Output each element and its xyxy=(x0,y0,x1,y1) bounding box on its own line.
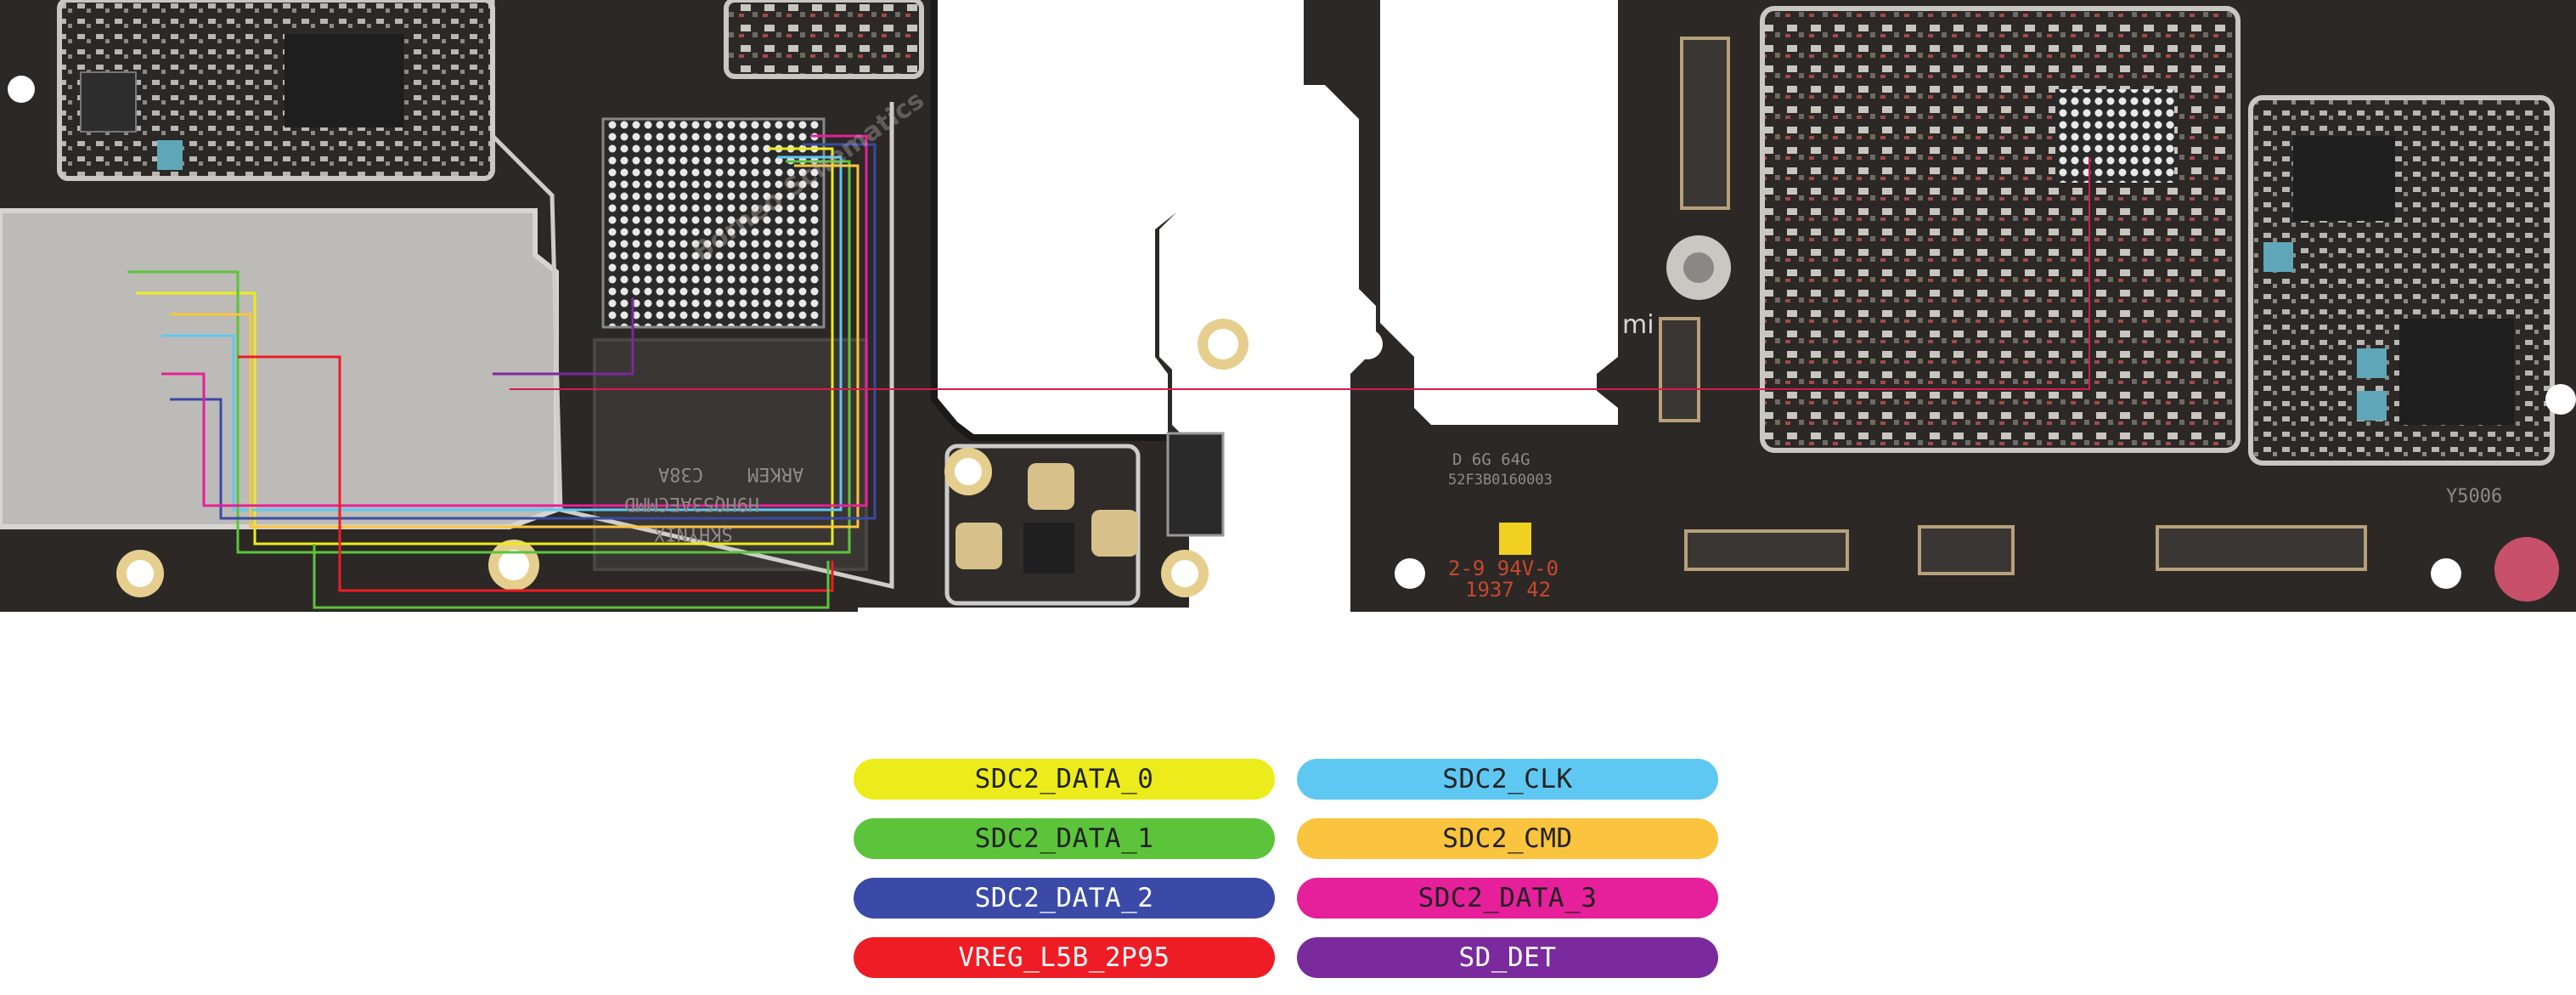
gold-pad-3 xyxy=(955,523,1002,569)
hole xyxy=(8,76,35,103)
blue-part-3 xyxy=(2357,391,2387,421)
trace-sd-det xyxy=(493,297,634,376)
bga-chip-right xyxy=(2055,89,2174,183)
trace-sdc2-clk xyxy=(161,155,843,512)
silk-chip-brand: SKHYNIX xyxy=(654,523,733,544)
gold-pad-2 xyxy=(1091,510,1138,557)
left-rail xyxy=(1304,0,1380,85)
silk-chip-part: H9HQ53AECMMD xyxy=(624,493,759,514)
silk-chip-date: C38A xyxy=(658,463,703,484)
fpc-connector-5 xyxy=(2156,525,2367,571)
screw-boss-1-inner xyxy=(1683,252,1714,283)
gold-pad-1 xyxy=(1028,463,1074,510)
hole xyxy=(2431,558,2461,589)
trace-sdc2-cmd xyxy=(170,164,860,529)
signal-traces xyxy=(127,134,2090,609)
trace-green-outer xyxy=(313,544,830,609)
right-board xyxy=(1304,0,2576,612)
pink-pad xyxy=(2494,537,2559,602)
hole-inner xyxy=(127,560,154,587)
hole xyxy=(1352,329,1383,359)
blue-part-2 xyxy=(2357,348,2387,378)
sim-tray xyxy=(0,208,559,529)
ic-square xyxy=(1023,523,1074,574)
hole-inner xyxy=(1208,329,1238,359)
left-board xyxy=(0,0,1225,612)
left-board-cutout-frame xyxy=(931,0,1168,441)
trace-vreg-l5b-2p95 xyxy=(238,355,834,592)
legend-item: SDC2_CLK xyxy=(1297,759,1718,800)
fpc-connector-2 xyxy=(1659,317,1700,422)
fpc-connector-3 xyxy=(1684,529,1849,571)
yellow-pad xyxy=(1499,523,1531,555)
legend-item: SDC2_DATA_2 xyxy=(854,878,1275,919)
hole xyxy=(2545,384,2576,415)
mi-logo: mi xyxy=(1622,310,1654,340)
blue-part xyxy=(157,140,183,170)
trace-sdc2-data-3 xyxy=(161,134,868,507)
legend-item: VREG_L5B_2P95 xyxy=(854,937,1275,978)
trace-sdc2-data-0 xyxy=(136,147,834,546)
marker-line xyxy=(510,157,2090,390)
right-chip-1 xyxy=(2293,136,2395,221)
legend-item: SDC2_DATA_1 xyxy=(854,818,1275,859)
mounting-holes xyxy=(8,76,2576,597)
legend-item: SD_DET xyxy=(1297,937,1718,978)
signal-legend: SDC2_DATA_0 SDC2_CLK SDC2_DATA_1 SDC2_CM… xyxy=(854,759,1718,978)
hole-inner xyxy=(1171,560,1198,587)
silk-model: Y5006 xyxy=(2446,486,2503,507)
trace-sdc2-data-1 xyxy=(127,160,851,554)
hole xyxy=(1395,558,1425,589)
silk-date-code: 1937 42 xyxy=(1465,578,1552,602)
right-board-cutout xyxy=(1380,0,1618,425)
connector-small xyxy=(1166,432,1225,537)
legend-item: SDC2_CMD xyxy=(1297,818,1718,859)
silk-board-id: D 6G 64G xyxy=(1452,450,1530,469)
legend-item: SDC2_DATA_3 xyxy=(1297,878,1718,919)
center-shield xyxy=(1760,6,2241,453)
right-chip-2 xyxy=(2399,319,2514,425)
fpc-connector-4 xyxy=(1918,525,2015,575)
left-frame-trace xyxy=(490,0,894,590)
hole-inner xyxy=(955,458,982,485)
top-connector xyxy=(724,0,924,79)
bga-chip xyxy=(601,117,826,329)
memory-chip xyxy=(593,338,868,571)
left-board-cutout xyxy=(934,0,1176,438)
small-chip xyxy=(80,71,137,133)
silk-board-serial: 52F3B0160003 xyxy=(1448,472,1553,489)
blue-part-1 xyxy=(2263,242,2293,272)
silk-chip-lot: ARKEM xyxy=(747,463,804,484)
trace-sdc2-data-2 xyxy=(170,143,877,520)
silk-rating: 2-9 94V-0 xyxy=(1448,557,1559,580)
fpc-connector-1 xyxy=(1680,37,1730,210)
pmic-chip xyxy=(285,34,403,127)
pcb-diagram xyxy=(0,0,2576,612)
hole-inner xyxy=(499,550,529,580)
legend-item: SDC2_DATA_0 xyxy=(854,759,1275,800)
